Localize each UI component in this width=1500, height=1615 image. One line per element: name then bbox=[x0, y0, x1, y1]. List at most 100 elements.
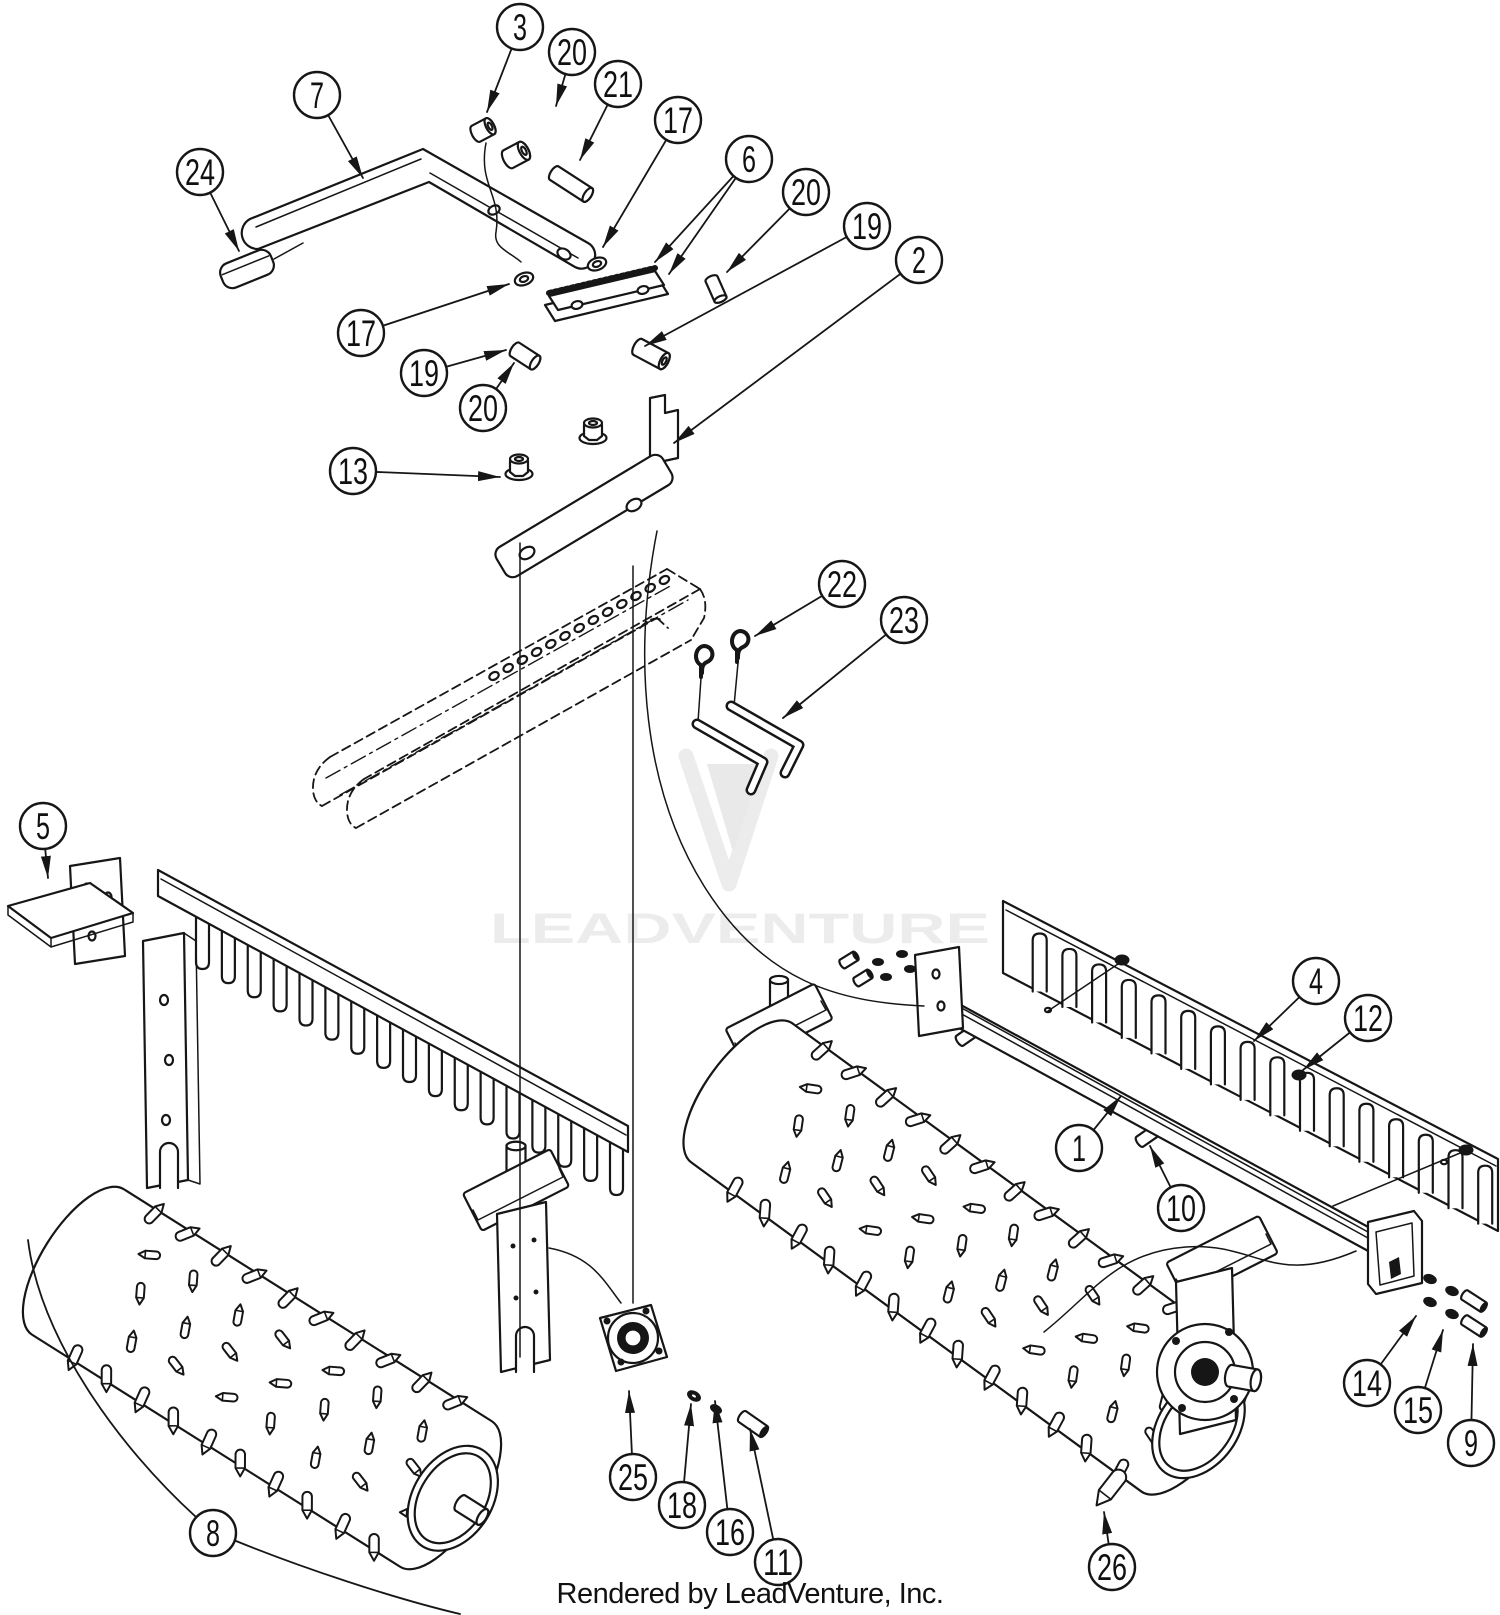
spike-cap-line bbox=[282, 1339, 290, 1347]
callout-balloon-5[interactable] bbox=[18, 801, 68, 851]
spike-cap-line bbox=[256, 1268, 262, 1279]
spike-shape bbox=[831, 1149, 844, 1173]
roller-spike bbox=[319, 1397, 330, 1422]
callout-balloon-18[interactable] bbox=[657, 1480, 707, 1530]
callout-balloon-10[interactable] bbox=[1156, 1183, 1206, 1233]
spike-shape bbox=[883, 1138, 896, 1162]
callout-balloon-7[interactable] bbox=[292, 70, 342, 120]
spike-shape bbox=[301, 1490, 313, 1520]
cylinder-end bbox=[768, 974, 790, 986]
callout-balloon-17[interactable] bbox=[336, 308, 386, 358]
spike-shape bbox=[869, 1175, 886, 1197]
roller-spike bbox=[817, 1187, 833, 1208]
spike-cap-line bbox=[1132, 1322, 1136, 1332]
roller-spike bbox=[904, 1112, 932, 1128]
blade-slot bbox=[1417, 1133, 1434, 1194]
cylinder-bore bbox=[486, 121, 494, 132]
frame-hole bbox=[587, 614, 600, 626]
callout-balloon-14[interactable] bbox=[1342, 1358, 1392, 1408]
roller-spike bbox=[308, 1310, 335, 1327]
spike-shape bbox=[939, 1134, 962, 1155]
roller-spike bbox=[375, 1352, 402, 1369]
spike-cap-line bbox=[133, 1401, 145, 1408]
callout-balloon-20[interactable] bbox=[781, 167, 831, 217]
callout-balloon-16[interactable] bbox=[705, 1507, 755, 1557]
callout-balloon-8[interactable] bbox=[188, 1508, 238, 1558]
callout-balloon-20[interactable] bbox=[458, 383, 508, 433]
spike-cap-line bbox=[824, 1198, 832, 1205]
spike-shape bbox=[309, 1445, 322, 1469]
callout-balloon-13[interactable] bbox=[328, 446, 378, 496]
roller-spike bbox=[983, 1364, 1001, 1391]
spike-cap-line bbox=[1016, 1404, 1028, 1408]
callout-balloon-23[interactable] bbox=[879, 595, 929, 645]
callout-balloon-12[interactable] bbox=[1343, 993, 1393, 1043]
left-spike-roller bbox=[21, 1185, 503, 1571]
roller-spike bbox=[210, 1245, 232, 1267]
spike-shape bbox=[817, 1187, 833, 1208]
spike-cap-line bbox=[758, 1216, 770, 1220]
callout-balloon-17[interactable] bbox=[653, 95, 703, 145]
watermark-text: LEADVENTURE bbox=[490, 905, 990, 953]
callout-number-20: 20 bbox=[791, 172, 821, 213]
right-hardware-cluster bbox=[1423, 1273, 1488, 1338]
spike-shape bbox=[798, 1083, 823, 1095]
spike-cap-line bbox=[886, 1089, 894, 1098]
callout-balloon-3[interactable] bbox=[495, 2, 545, 52]
callout-number-1: 1 bbox=[1072, 1128, 1086, 1169]
roller-spike bbox=[858, 1224, 882, 1236]
roller-spike bbox=[921, 1165, 937, 1186]
spike-cap-line bbox=[1091, 1296, 1100, 1302]
spike-shape bbox=[1047, 1411, 1065, 1438]
callout-balloon-25[interactable] bbox=[608, 1452, 658, 1502]
leader-line bbox=[352, 470, 501, 482]
callout-balloon-20[interactable] bbox=[547, 27, 597, 77]
spike-cap-line bbox=[189, 1226, 195, 1237]
callout-balloon-1[interactable] bbox=[1054, 1123, 1104, 1173]
roller-spike bbox=[187, 1269, 199, 1294]
spike-cap-line bbox=[175, 1366, 184, 1373]
frame-hole bbox=[644, 582, 656, 594]
callout-balloon-4[interactable] bbox=[1291, 956, 1341, 1006]
callout-number-10: 10 bbox=[1166, 1188, 1196, 1229]
callout-balloon-2[interactable] bbox=[894, 235, 944, 285]
cylinder-bore bbox=[660, 356, 668, 366]
callout-balloon-26[interactable] bbox=[1087, 1542, 1137, 1592]
spike-cap-line bbox=[984, 1159, 990, 1170]
spike-shape bbox=[308, 1310, 335, 1327]
spike-shape bbox=[779, 1160, 792, 1184]
callout-balloon-19[interactable] bbox=[842, 201, 892, 251]
roller-spike bbox=[726, 1176, 744, 1203]
blade-slot bbox=[1061, 947, 1078, 1009]
roller-spike bbox=[1047, 1411, 1065, 1438]
spike-shape bbox=[416, 1419, 428, 1443]
callout-balloon-21[interactable] bbox=[593, 59, 643, 109]
callout-balloon-22[interactable] bbox=[817, 559, 867, 609]
roller-spike bbox=[942, 1280, 955, 1304]
spike-shape bbox=[1080, 1433, 1093, 1463]
spike-cap-line bbox=[1079, 1230, 1087, 1239]
callout-balloon-15[interactable] bbox=[1393, 1385, 1443, 1435]
spike-shape bbox=[277, 1287, 299, 1309]
leadventure-watermark: LEADVENTURE bbox=[490, 748, 990, 953]
callout-balloon-11[interactable] bbox=[753, 1537, 803, 1587]
callout-balloon-24[interactable] bbox=[175, 147, 225, 197]
spike-shape bbox=[903, 1245, 915, 1270]
spike-shape bbox=[921, 1165, 937, 1186]
callout-balloon-19[interactable] bbox=[399, 348, 449, 398]
callout-balloon-9[interactable] bbox=[1446, 1418, 1496, 1468]
roller-spike bbox=[798, 1083, 823, 1095]
spike-cap-line bbox=[956, 1248, 966, 1252]
screw bbox=[838, 950, 860, 970]
spike-cap-line bbox=[792, 1128, 803, 1132]
callout-number-25: 25 bbox=[618, 1457, 648, 1498]
roller-spike bbox=[143, 1202, 165, 1225]
spike-shape bbox=[210, 1245, 232, 1267]
handle-latch-assembly bbox=[219, 116, 728, 579]
roller-spike bbox=[758, 1198, 772, 1228]
callout-balloon-6[interactable] bbox=[724, 134, 774, 184]
washer-part bbox=[513, 271, 535, 287]
roller-spike bbox=[334, 1512, 352, 1540]
roller-spike bbox=[1097, 1253, 1125, 1269]
